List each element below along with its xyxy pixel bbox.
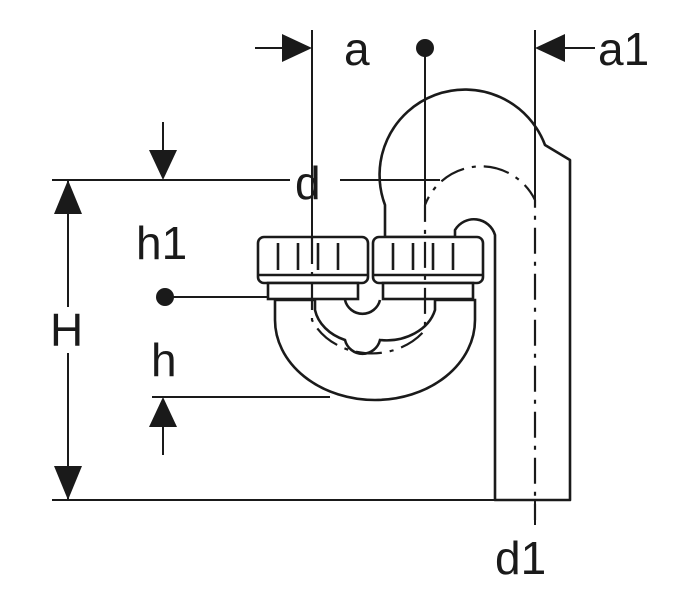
arrow-h-up: [149, 397, 177, 427]
label-d1: d1: [495, 532, 547, 584]
arrow-a1: [535, 34, 565, 62]
label-a1: a1: [598, 23, 650, 75]
u-bend-inner-loop: [343, 299, 382, 316]
arrow-H-bottom: [54, 466, 82, 500]
union-nut-right: [371, 235, 485, 301]
siphon-body: [378, 88, 572, 502]
center-dot-a: [416, 39, 434, 57]
label-a: a: [344, 23, 370, 75]
label-d: d: [295, 157, 321, 209]
label-h: h: [151, 334, 177, 386]
u-bend: [273, 298, 477, 402]
arrow-top-down: [149, 150, 177, 180]
center-dot-h1: [156, 288, 174, 306]
label-h1: h1: [136, 217, 188, 269]
arrowheads: [54, 34, 565, 500]
arrow-H-top: [54, 180, 82, 214]
label-H: H: [50, 304, 84, 356]
outlet-tube: [378, 88, 572, 502]
arrow-a: [282, 34, 312, 62]
center-markers: [156, 39, 434, 306]
dimension-lines: [52, 30, 595, 525]
